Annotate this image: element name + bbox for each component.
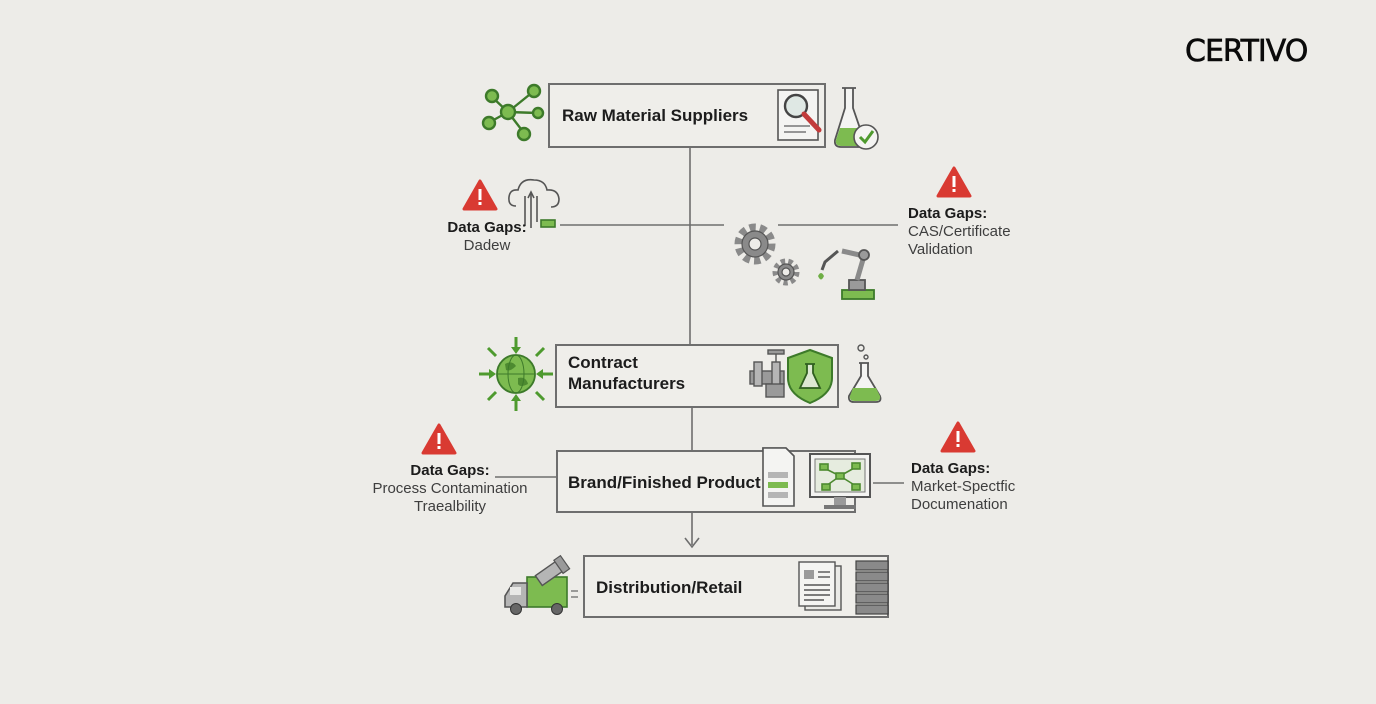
cloud-data-icon <box>508 178 560 228</box>
data-gap-title: Data Gaps: <box>911 460 991 477</box>
gears-icon <box>734 223 800 286</box>
data-gap-detail: Documenation <box>911 496 1008 513</box>
molecule-network-icon <box>481 83 545 142</box>
connectors <box>495 147 904 549</box>
data-gap-detail: Validation <box>908 241 973 258</box>
node-label-contract-line2: Manufacturers <box>568 374 686 393</box>
flask-bubbles-icon <box>847 344 882 403</box>
globe-arrows-icon <box>479 337 553 411</box>
data-gap-title: Data Gaps: <box>447 219 527 236</box>
data-gap-detail: Process Contamination <box>372 480 528 497</box>
data-gap-detail: CAS/Certificate <box>908 223 1011 240</box>
warning-icon <box>421 423 457 455</box>
robot-arm-icon <box>818 248 875 300</box>
data-gap-detail: Traealbility <box>414 498 486 515</box>
arrow-head <box>684 537 700 549</box>
data-gap-upper-left: Data Gaps: Dadew <box>430 219 544 255</box>
data-gap-title: Data Gaps: <box>410 462 490 479</box>
warning-icon <box>462 179 498 211</box>
node-label-raw-material-suppliers: Raw Material Suppliers <box>562 106 749 125</box>
data-gap-upper-right: Data Gaps: CAS/Certificate Validation <box>908 205 1011 259</box>
node-label-distribution-retail: Distribution/Retail <box>596 578 743 597</box>
certivo-logo: CERTIVO <box>1185 34 1309 70</box>
data-gap-lower-right: Data Gaps: Market-Spectfic Documenation <box>911 460 1015 514</box>
warning-icon <box>940 421 976 453</box>
data-gap-title: Data Gaps: <box>908 205 988 222</box>
warning-icon <box>936 166 972 198</box>
data-gap-detail: Market-Spectfic <box>911 478 1016 495</box>
data-gap-detail: Dadew <box>463 237 511 254</box>
flask-check-icon <box>833 87 879 150</box>
data-gap-lower-left: Data Gaps: Process Contamination Traealb… <box>362 462 538 516</box>
node-brand-finished-product <box>556 450 856 513</box>
delivery-truck-icon <box>504 554 578 615</box>
node-label-brand-finished-product: Brand/Finished Product <box>568 473 761 492</box>
node-label-contract-line1: Contract <box>568 353 638 372</box>
